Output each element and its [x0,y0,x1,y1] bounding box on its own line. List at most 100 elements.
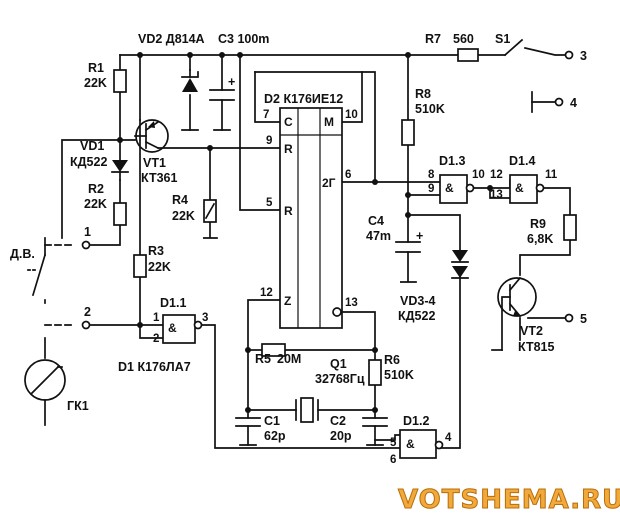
d11-ref: D1.1 [160,296,186,310]
r5-ref: R5 [255,352,271,366]
diode-vd1 [111,160,129,181]
c1-ref: C1 [264,414,280,428]
resistor-r1 [113,69,127,93]
gate-d1-2 [399,429,444,459]
dv-label: Д.В. [10,247,35,261]
crystal-q1 [295,397,319,423]
resistor-r8 [401,119,415,146]
capacitor-c3 [209,89,235,101]
d14-pin-13: 13 [490,189,503,201]
gate-d1-4-symbol: & [515,181,524,195]
d1-type-label: D1 К176ЛА7 [118,360,191,374]
r6-ref: R6 [384,353,400,367]
vd1-value: КД522 [70,155,107,169]
q1-value: 32768Гц [315,372,365,386]
c2-value: 20p [330,429,352,443]
chip-pin-9: 9 [266,135,272,147]
c2-ref: C2 [330,414,346,428]
gate-d1-1-symbol: & [168,321,177,335]
d12-pin-5: 5 [390,437,397,449]
chip-pin-m-label: M [324,115,334,129]
chip-pin-c-label: C [284,115,293,129]
d2-label: D2 К176ИЕ12 [264,92,343,106]
c1-value: 62p [264,429,286,443]
gate-d1-2-symbol: & [406,437,415,451]
d13-pin-10: 10 [472,169,485,181]
resistor-r5 [261,343,286,357]
chip-pin-12: 12 [260,287,273,299]
switch-s1 [503,38,524,57]
r8-ref: R8 [415,87,431,101]
junctions [117,52,493,413]
gk1-label: ГК1 [67,399,89,413]
diode-vd4 [451,266,469,279]
c4-ref: C4 [368,214,384,228]
vt2-value: КТ815 [518,340,554,354]
terminal-5-label: 5 [580,312,587,326]
terminal-3-label: 3 [580,49,587,63]
resistor-r6 [368,359,382,386]
d14-ref: D1.4 [509,154,535,168]
vd34-value: КД522 [398,309,435,323]
vd34-ref: VD3-4 [400,294,435,308]
r4-ref: R4 [172,193,188,207]
r7-ref: R7 [425,32,441,46]
r7-value: 560 [453,32,474,46]
r5-value: 20M [277,352,301,366]
zener-vd2 [181,69,199,92]
switch-dv [27,244,76,297]
c4-plus-sign: + [416,229,423,243]
vd2-label: VD2 Д814А [138,32,205,46]
resistor-r7 [457,48,479,62]
r3-ref: R3 [148,244,164,258]
c4-value: 47m [366,229,391,243]
terminals [81,50,574,330]
chip-pin-7: 7 [263,109,269,121]
watermark-logo: VOTSHEMA.RU [398,485,620,515]
gate-d1-3 [439,174,475,204]
chip-pin-2g-label: 2Г [322,176,336,190]
vd1-ref: VD1 [80,139,104,153]
d12-pin-6: 6 [390,454,396,466]
d11-pin-1: 1 [153,312,160,324]
chip-pin-13: 13 [345,297,358,309]
resistor-r9 [563,214,577,241]
chip-pin-r2-label: R [284,204,293,218]
gate-d1-4 [509,174,545,204]
capacitor-c1 [235,417,261,446]
d13-ref: D1.3 [439,154,465,168]
r9-ref: R9 [530,217,546,231]
r1-ref: R1 [88,61,104,75]
terminal-4-stub [531,91,556,113]
resistor-r2 [113,202,127,226]
capacitor-c4 [395,241,421,253]
r9-value: 6,8K [527,232,553,246]
terminal-2-label: 2 [84,305,91,319]
s1-ref: S1 [495,32,510,46]
c3-plus-sign: + [228,75,235,89]
r1-value: 22K [84,76,107,90]
d14-pin-12: 12 [490,169,503,181]
chip-pin-r1-label: R [284,142,293,156]
d12-ref: D1.2 [403,414,429,428]
d11-pin-2: 2 [153,333,159,345]
gate-d1-3-symbol: & [445,181,454,195]
transistor-vt2 [497,276,537,351]
resistor-r4 [203,199,217,223]
transistor-vt1 [134,119,169,153]
vt1-value: КТ361 [141,171,177,185]
d13-pin-8: 8 [428,169,435,181]
r2-value: 22K [84,197,107,211]
chip-pin-10: 10 [345,109,358,121]
vt2-ref: VT2 [520,324,543,338]
chip-pin-6: 6 [345,169,351,181]
r2-ref: R2 [88,182,104,196]
chip-pin-z-label: Z [284,294,291,308]
diode-vd3 [451,250,469,263]
sensor-gk1 [24,324,76,401]
d13-pin-9: 9 [428,183,434,195]
d14-pin-11: 11 [545,169,558,181]
r6-value: 510K [384,368,414,382]
wires [44,46,571,449]
d11-pin-3: 3 [202,312,208,324]
